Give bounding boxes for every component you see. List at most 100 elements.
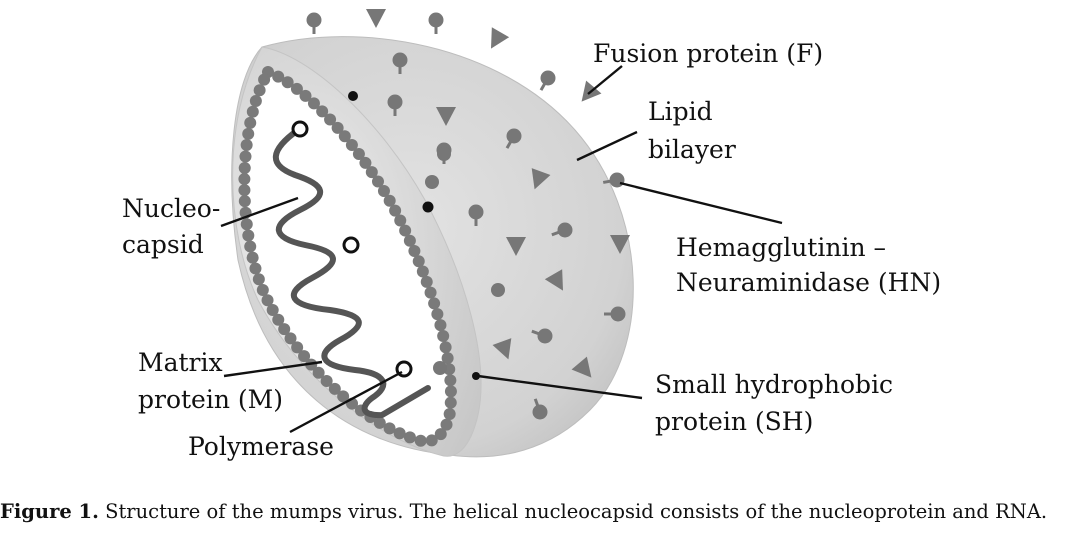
matrix-bead bbox=[444, 374, 457, 387]
label-nucleo-2: capsid bbox=[122, 230, 204, 259]
matrix-bead bbox=[338, 130, 351, 143]
matrix-bead bbox=[266, 304, 279, 317]
fusion-spike bbox=[531, 168, 551, 190]
leader-lipid bbox=[576, 130, 638, 162]
matrix-bead bbox=[371, 175, 384, 188]
leader-polymerase bbox=[289, 370, 403, 434]
matrix-bead bbox=[238, 162, 251, 175]
matrix-bead bbox=[441, 352, 454, 365]
matrix-bead bbox=[444, 396, 457, 409]
label-sh-1: Small hydrophobic bbox=[655, 370, 893, 399]
matrix-bead bbox=[316, 105, 329, 118]
sh-protein bbox=[425, 175, 439, 189]
sh-protein bbox=[469, 205, 483, 219]
leader-fusion bbox=[587, 65, 623, 95]
matrix-bead bbox=[290, 82, 303, 95]
fusion-spike bbox=[544, 269, 563, 291]
matrix-bead bbox=[437, 330, 450, 343]
matrix-bead bbox=[399, 224, 412, 237]
matrix-bead bbox=[373, 416, 386, 429]
pointer-dot bbox=[422, 201, 434, 213]
matrix-bead bbox=[403, 234, 416, 247]
pointer-dot bbox=[472, 372, 480, 380]
matrix-bead bbox=[394, 214, 407, 227]
hn-spike bbox=[531, 328, 553, 344]
matrix-bead bbox=[440, 418, 453, 431]
matrix-bead bbox=[352, 148, 365, 161]
matrix-bead bbox=[246, 105, 259, 118]
matrix-bead bbox=[239, 150, 252, 163]
matrix-bead bbox=[428, 297, 441, 310]
polymerase-ring bbox=[342, 236, 360, 254]
matrix-bead bbox=[312, 366, 325, 379]
virion-interior bbox=[244, 72, 451, 442]
fusion-spike bbox=[571, 356, 592, 378]
sh-protein bbox=[437, 147, 451, 161]
matrix-bead bbox=[272, 70, 285, 83]
matrix-bead bbox=[272, 313, 285, 326]
fusion-spike bbox=[491, 27, 510, 49]
matrix-bead bbox=[238, 184, 251, 197]
label-sh-2: protein (SH) bbox=[655, 407, 813, 436]
matrix-bead bbox=[238, 195, 251, 208]
matrix-bead bbox=[383, 422, 396, 435]
matrix-bead bbox=[244, 116, 257, 129]
matrix-bead bbox=[261, 294, 274, 307]
sh-protein bbox=[491, 283, 505, 297]
fusion-spike bbox=[436, 107, 456, 126]
matrix-bead bbox=[443, 407, 456, 420]
matrix-bead bbox=[258, 73, 271, 86]
matrix-bead bbox=[416, 265, 429, 278]
sh-protein bbox=[433, 361, 447, 375]
hn-spike bbox=[392, 52, 408, 74]
matrix-bead bbox=[278, 323, 291, 336]
matrix-bead bbox=[420, 275, 433, 288]
matrix-bead bbox=[328, 382, 341, 395]
leader-sh bbox=[477, 374, 643, 400]
label-hn-2: Neuraminidase (HN) bbox=[676, 268, 941, 297]
matrix-bead bbox=[424, 286, 437, 299]
matrix-bead bbox=[284, 332, 297, 345]
pointer-dot bbox=[348, 91, 358, 101]
caption-text: Structure of the mumps virus. The helica… bbox=[98, 500, 1048, 523]
matrix-bead bbox=[345, 138, 358, 151]
matrix-bead bbox=[299, 89, 312, 102]
matrix-bead bbox=[240, 139, 253, 152]
hn-spike bbox=[539, 70, 556, 91]
matrix-bead bbox=[434, 319, 447, 332]
fusion-spike bbox=[610, 235, 630, 254]
label-lipid-2: bilayer bbox=[648, 135, 736, 164]
fusion-spike bbox=[366, 9, 386, 28]
leader-matrix bbox=[223, 360, 323, 378]
matrix-bead bbox=[242, 127, 255, 140]
matrix-bead bbox=[240, 218, 253, 231]
label-hn-1: Hemagglutinin – bbox=[676, 233, 886, 262]
label-matrix-2: protein (M) bbox=[138, 385, 283, 414]
polymerase-ring bbox=[291, 120, 309, 138]
leader-hn bbox=[619, 181, 783, 225]
matrix-bead bbox=[249, 94, 262, 107]
matrix-bead bbox=[403, 431, 416, 444]
matrix-bead bbox=[439, 341, 452, 354]
hn-spike bbox=[604, 306, 626, 322]
label-matrix-1: Matrix bbox=[138, 348, 223, 377]
fusion-spike bbox=[492, 338, 512, 360]
matrix-bead bbox=[324, 113, 337, 126]
matrix-bead bbox=[377, 185, 390, 198]
matrix-bead bbox=[408, 244, 421, 257]
matrix-bead bbox=[337, 390, 350, 403]
matrix-bead bbox=[412, 255, 425, 268]
matrix-bead bbox=[252, 273, 265, 286]
matrix-bead bbox=[320, 375, 333, 388]
matrix-bead bbox=[331, 121, 344, 134]
label-polymerase: Polymerase bbox=[188, 432, 334, 461]
matrix-bead bbox=[431, 308, 444, 321]
hn-spike bbox=[532, 398, 548, 420]
figure-caption: Figure 1. Structure of the mumps virus. … bbox=[0, 500, 1080, 530]
matrix-bead bbox=[291, 341, 304, 354]
matrix-bead bbox=[281, 76, 294, 89]
fusion-spike bbox=[506, 237, 526, 256]
matrix-bead bbox=[307, 97, 320, 110]
caption-lead: Figure 1. bbox=[0, 500, 99, 523]
matrix-bead bbox=[389, 204, 402, 217]
